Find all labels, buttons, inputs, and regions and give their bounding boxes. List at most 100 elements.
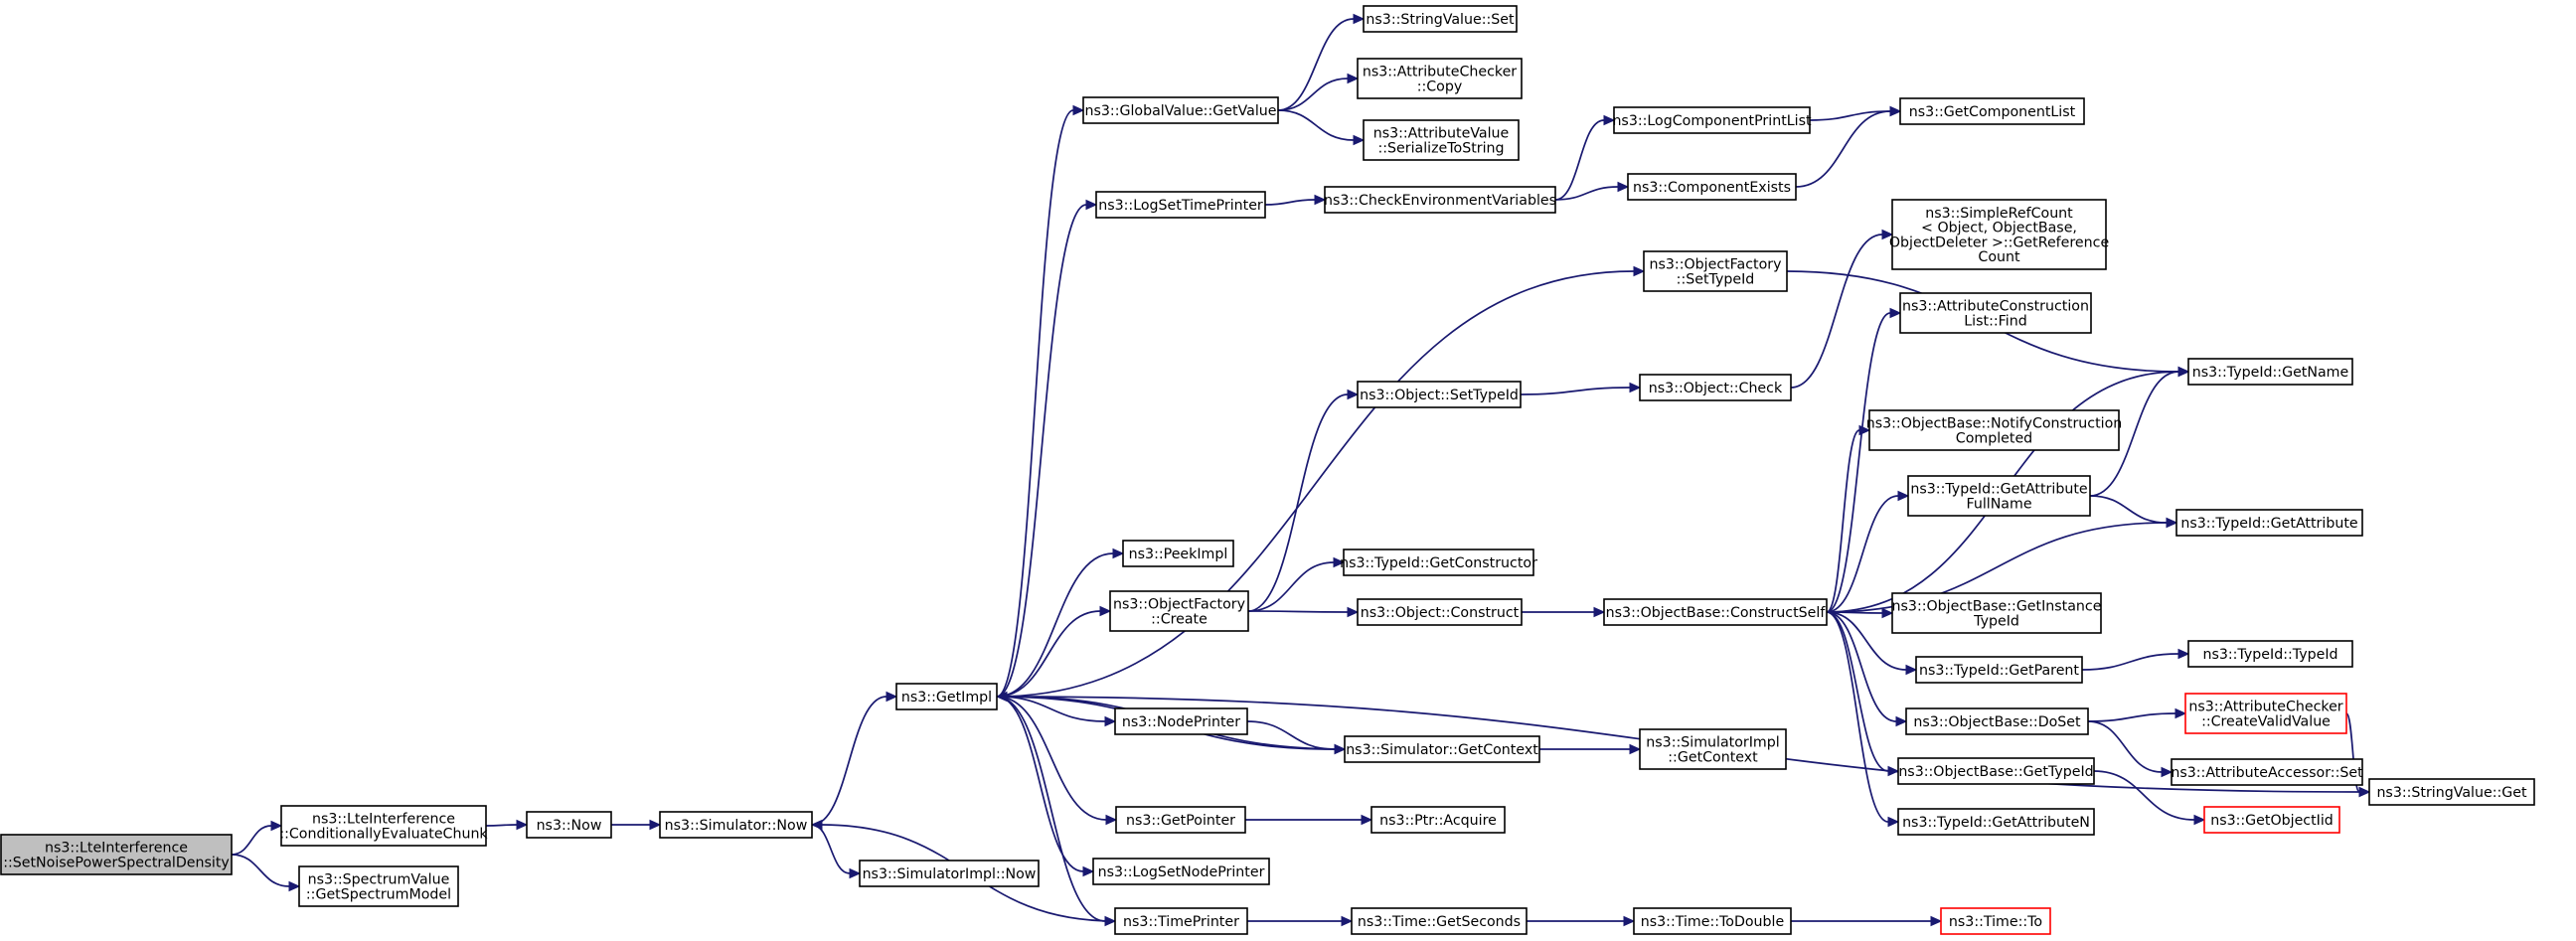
node-typeid-getattribute[interactable]: ns3::TypeId::GetAttribute [2175,509,2363,537]
node-time-to[interactable]: ns3::Time::To [1940,907,2051,935]
node-box[interactable] [2187,358,2353,386]
node-box[interactable] [1643,250,1788,292]
node-time-todouble[interactable]: ns3::Time::ToDouble [1633,907,1792,935]
node-logsettimeprinter[interactable]: ns3::LogSetTimePrinter [1095,191,1266,219]
node-typeid-typeid[interactable]: ns3::TypeId::TypeId [2187,640,2353,668]
node-getcomponentlist[interactable]: ns3::GetComponentList [1899,97,2085,125]
node-simplerefcount[interactable]: ns3::SimpleRefCount< Object, ObjectBase,… [1889,199,2109,270]
node-logsetnodeprinter[interactable]: ns3::LogSetNodePrinter [1092,858,1270,885]
node-box[interactable] [1344,735,1540,763]
node-box[interactable] [1907,475,2091,517]
node-object-construct[interactable]: ns3::Object::Construct [1357,598,1523,626]
node-box[interactable] [1633,907,1792,935]
node-box[interactable] [280,805,487,847]
node-sim-getcontext[interactable]: ns3::Simulator::GetContext [1344,735,1540,763]
node-stringvalue-set[interactable]: ns3::StringValue::Set [1363,5,1518,33]
node-box[interactable] [526,811,612,839]
node-box[interactable] [1603,598,1828,626]
node-getimpl[interactable]: ns3::GetImpl [895,683,998,710]
node-checkenv[interactable]: ns3::CheckEnvironmentVariables [1324,186,1556,214]
node-notifyconstruction[interactable]: ns3::ObjectBase::NotifyConstructionCompl… [1866,409,2123,451]
node-getattributen[interactable]: ns3::TypeId::GetAttributeN [1897,808,2095,836]
node-box[interactable] [1324,186,1556,214]
node-nodeprinter[interactable]: ns3::NodePrinter [1114,707,1248,735]
node-box[interactable] [1082,96,1279,124]
node-objbase-gettypeid[interactable]: ns3::ObjectBase::GetTypeId [1897,757,2095,785]
node-box[interactable] [1363,119,1520,161]
node-peekimpl[interactable]: ns3::PeekImpl [1122,540,1234,567]
node-box[interactable] [1897,808,2095,836]
node-componentexists[interactable]: ns3::ComponentExists [1627,173,1797,201]
node-box[interactable] [1351,907,1528,935]
node-createvalidvalue[interactable]: ns3::AttributeChecker::CreateValidValue [2184,693,2347,734]
node-box[interactable] [298,865,459,907]
node-box[interactable] [659,811,813,839]
node-constructself[interactable]: ns3::ObjectBase::ConstructSelf [1603,598,1828,626]
node-box[interactable] [0,834,233,875]
node-object-settypeid[interactable]: ns3::Object::SetTypeId [1357,381,1522,408]
node-box[interactable] [1115,806,1246,834]
node-box[interactable] [2368,778,2535,806]
node-simimpl-getcontext[interactable]: ns3::SimulatorImpl::GetContext [1639,728,1787,770]
node-typeid-getname[interactable]: ns3::TypeId::GetName [2187,358,2353,386]
node-box[interactable] [1899,97,2085,125]
node-attraccessor-set[interactable]: ns3::AttributeAccessor::Set [2171,758,2363,786]
node-box[interactable] [2187,640,2353,668]
node-box[interactable] [895,683,998,710]
node-box[interactable] [1915,656,2083,684]
node-box[interactable] [1095,191,1266,219]
node-ptr-acquire[interactable]: ns3::Ptr::Acquire [1370,806,1506,834]
node-box[interactable] [1114,907,1248,935]
node-box[interactable] [1639,374,1792,401]
node-box[interactable] [1891,592,2102,634]
node-getpointer[interactable]: ns3::GetPointer [1115,806,1246,834]
node-box[interactable] [1343,549,1534,576]
node-box[interactable] [859,860,1040,887]
node-sim-now[interactable]: ns3::Simulator::Now [659,811,813,839]
node-box[interactable] [1114,707,1248,735]
node-box[interactable] [1868,409,2120,451]
node-box[interactable] [1122,540,1234,567]
node-box[interactable] [1363,5,1518,33]
node-box[interactable] [1613,106,1811,134]
node-typeid-getparent[interactable]: ns3::TypeId::GetParent [1915,656,2083,684]
node-box[interactable] [2175,509,2363,537]
node-time-getseconds[interactable]: ns3::Time::GetSeconds [1351,907,1528,935]
node-spectrum-model[interactable]: ns3::SpectrumValue::GetSpectrumModel [298,865,459,907]
node-box[interactable] [1899,292,2092,334]
node-objfactory-settypeid[interactable]: ns3::ObjectFactory::SetTypeId [1643,250,1788,292]
node-box[interactable] [1639,728,1787,770]
node-box[interactable] [1940,907,2051,935]
node-box[interactable] [2203,806,2340,834]
node-box[interactable] [2171,758,2363,786]
node-getobjectiid[interactable]: ns3::GetObjectIid [2203,806,2340,834]
node-simimpl-now[interactable]: ns3::SimulatorImpl::Now [859,860,1040,887]
node-lte-cond[interactable]: ns3::LteInterference::ConditionallyEvalu… [279,805,488,847]
node-objfactory-create[interactable]: ns3::ObjectFactory::Create [1109,590,1249,632]
node-timeprinter[interactable]: ns3::TimePrinter [1114,907,1248,935]
node-box[interactable] [1357,598,1523,626]
node-objbase-doset[interactable]: ns3::ObjectBase::DoSet [1905,707,2089,735]
node-box[interactable] [1109,590,1249,632]
node-attrchecker-copy[interactable]: ns3::AttributeChecker::Copy [1357,58,1523,99]
node-object-check[interactable]: ns3::Object::Check [1639,374,1792,401]
node-box[interactable] [1897,757,2095,785]
node-box[interactable] [1357,58,1523,99]
node-box[interactable] [1627,173,1797,201]
node-globalvalue[interactable]: ns3::GlobalValue::GetValue [1082,96,1279,124]
node-stringvalue-get[interactable]: ns3::StringValue::Get [2368,778,2535,806]
node-box[interactable] [1357,381,1522,408]
node-now[interactable]: ns3::Now [526,811,612,839]
node-logcomponentprintlist[interactable]: ns3::LogComponentPrintList [1612,106,1812,134]
node-box[interactable] [1370,806,1506,834]
node-typeid-getconstructor[interactable]: ns3::TypeId::GetConstructor [1340,549,1537,576]
node-attrvalue-ser[interactable]: ns3::AttributeValue::SerializeToString [1363,119,1520,161]
node-root[interactable]: ns3::LteInterference::SetNoisePowerSpect… [0,834,233,875]
node-box[interactable] [1092,858,1270,885]
node-box[interactable] [1891,199,2107,270]
node-box[interactable] [2184,693,2347,734]
node-box[interactable] [1905,707,2089,735]
